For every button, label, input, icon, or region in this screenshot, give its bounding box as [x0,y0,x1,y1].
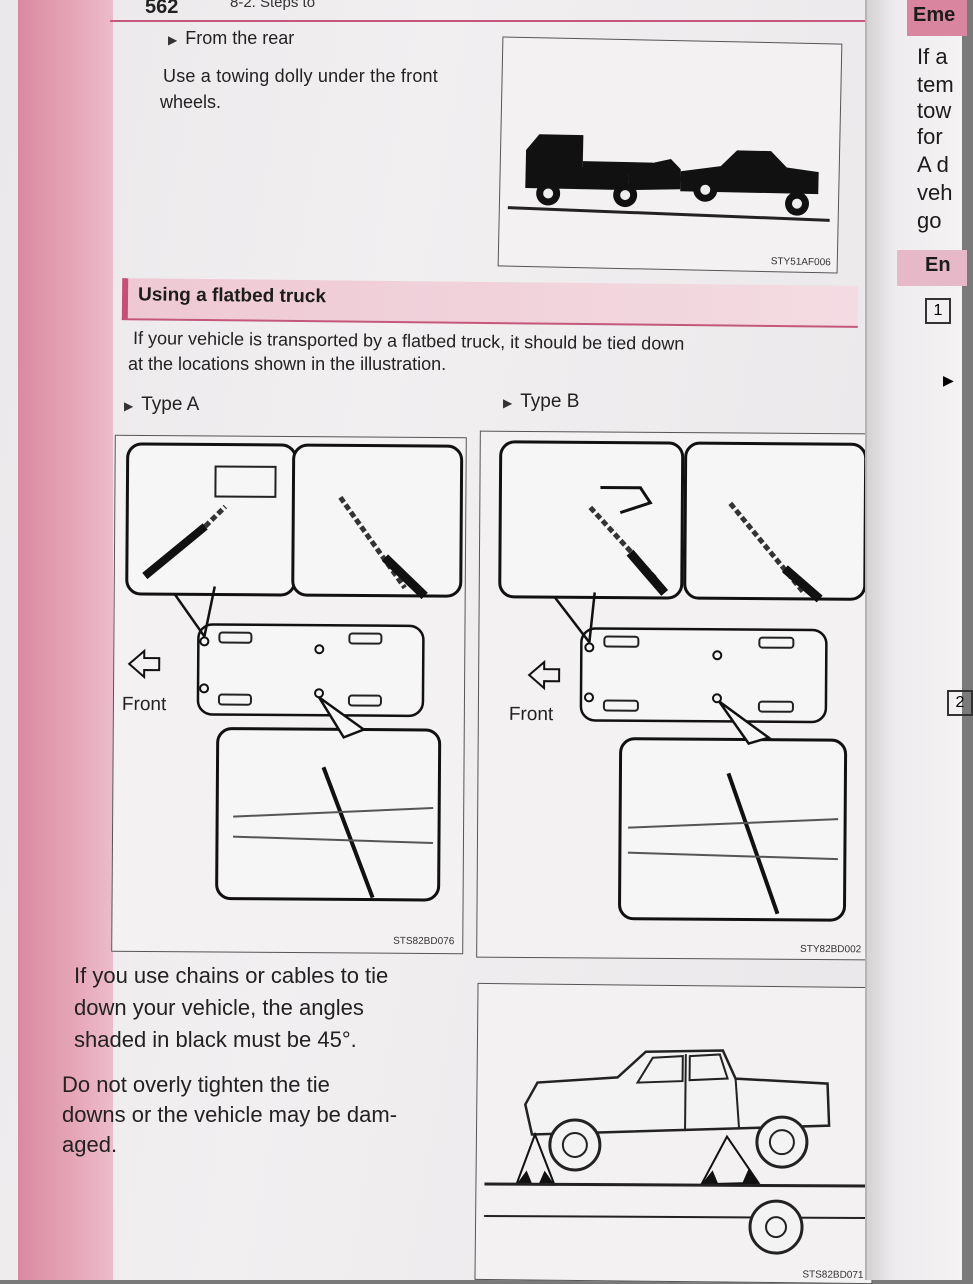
chains-instruction: If you use chains or cables to tie down … [74,960,454,1056]
facing-heading: Eme [913,4,956,26]
front-label: Front [508,703,554,726]
section-title: Using a flatbed truck [137,284,327,308]
step-2-badge: 2 [947,690,973,716]
figure-code: STS82BD071 [802,1269,864,1281]
facing-text: A d [917,152,949,177]
flatbed-intro-line1: If your vehicle is transported by a flat… [132,328,685,354]
page-header-rule [110,0,870,22]
facing-heading-bar [907,0,967,36]
bullet-arrow-icon: ▶ [503,396,513,410]
caution-text: Do not overly tighten the tie downs or t… [62,1070,452,1160]
tow-dolly-figure: STY51AF006 [497,36,843,274]
facing-text: for [917,124,943,149]
facing-text: tem [917,72,954,97]
type-b-label-text: Type B [520,391,580,412]
bullet-arrow-icon: ▶ [124,399,134,413]
facing-subheading-bar [897,250,967,286]
type-a-tie-down-diagram [125,442,464,902]
facing-text: go [917,208,942,233]
tow-dolly-illustration [507,134,830,222]
figure-code: STY82BD002 [800,943,862,956]
rear-text-line1: Use a towing dolly under the front [163,66,438,86]
bullet-arrow-icon: ▶ [168,33,178,47]
type-b-label: ▶ Type B [503,391,579,413]
chains-line: If you use chains or cables to tie [74,963,389,988]
figure-code: STY51AF006 [770,256,831,269]
page-number: 562 [145,0,179,18]
front-label: Front [121,693,167,716]
page-margin-band [18,0,113,1280]
step-1-badge: 1 [925,298,951,324]
figure-code: STS82BD076 [393,935,455,948]
facing-subheading: En [925,254,951,276]
type-a-figure: Front STS82BD076 [111,434,467,955]
section-header: Using a flatbed truck [121,278,859,328]
rear-heading: ▶ From the rear [168,28,294,49]
bullet-arrow-icon: ▶ [943,372,954,388]
caution-line: aged. [62,1132,118,1157]
type-b-figure: Front STY82BD002 [476,430,872,961]
rear-text-line2: wheels. [160,92,222,112]
facing-text: veh [917,180,953,205]
chapter-title: 8-2. Steps to [230,0,316,11]
caution-line: downs or the vehicle may be dam- [62,1102,398,1127]
manual-page: 562 8-2. Steps to ▶ From the rear Use a t… [0,0,880,1284]
facing-text: tow [917,98,952,123]
rear-heading-text: From the rear [185,28,295,48]
facing-page: Eme If a tem tow for A d veh go En 1 ▶ 2 [865,0,973,1280]
caution-line: Do not overly tighten the tie [62,1072,330,1097]
flatbed-pickup-figure: STS82BD071 [474,982,876,1284]
type-a-label: ▶ Type A [124,394,199,416]
type-b-tie-down-diagram [498,440,868,922]
chains-line: down your vehicle, the angles [74,995,364,1020]
chains-line: shaded in black must be 45°. [74,1027,357,1052]
flatbed-intro-line2: at the locations shown in the illustrati… [128,354,447,374]
facing-text: If a [917,44,948,69]
type-a-label-text: Type A [141,394,200,415]
flatbed-pickup-illustration [484,1049,867,1255]
